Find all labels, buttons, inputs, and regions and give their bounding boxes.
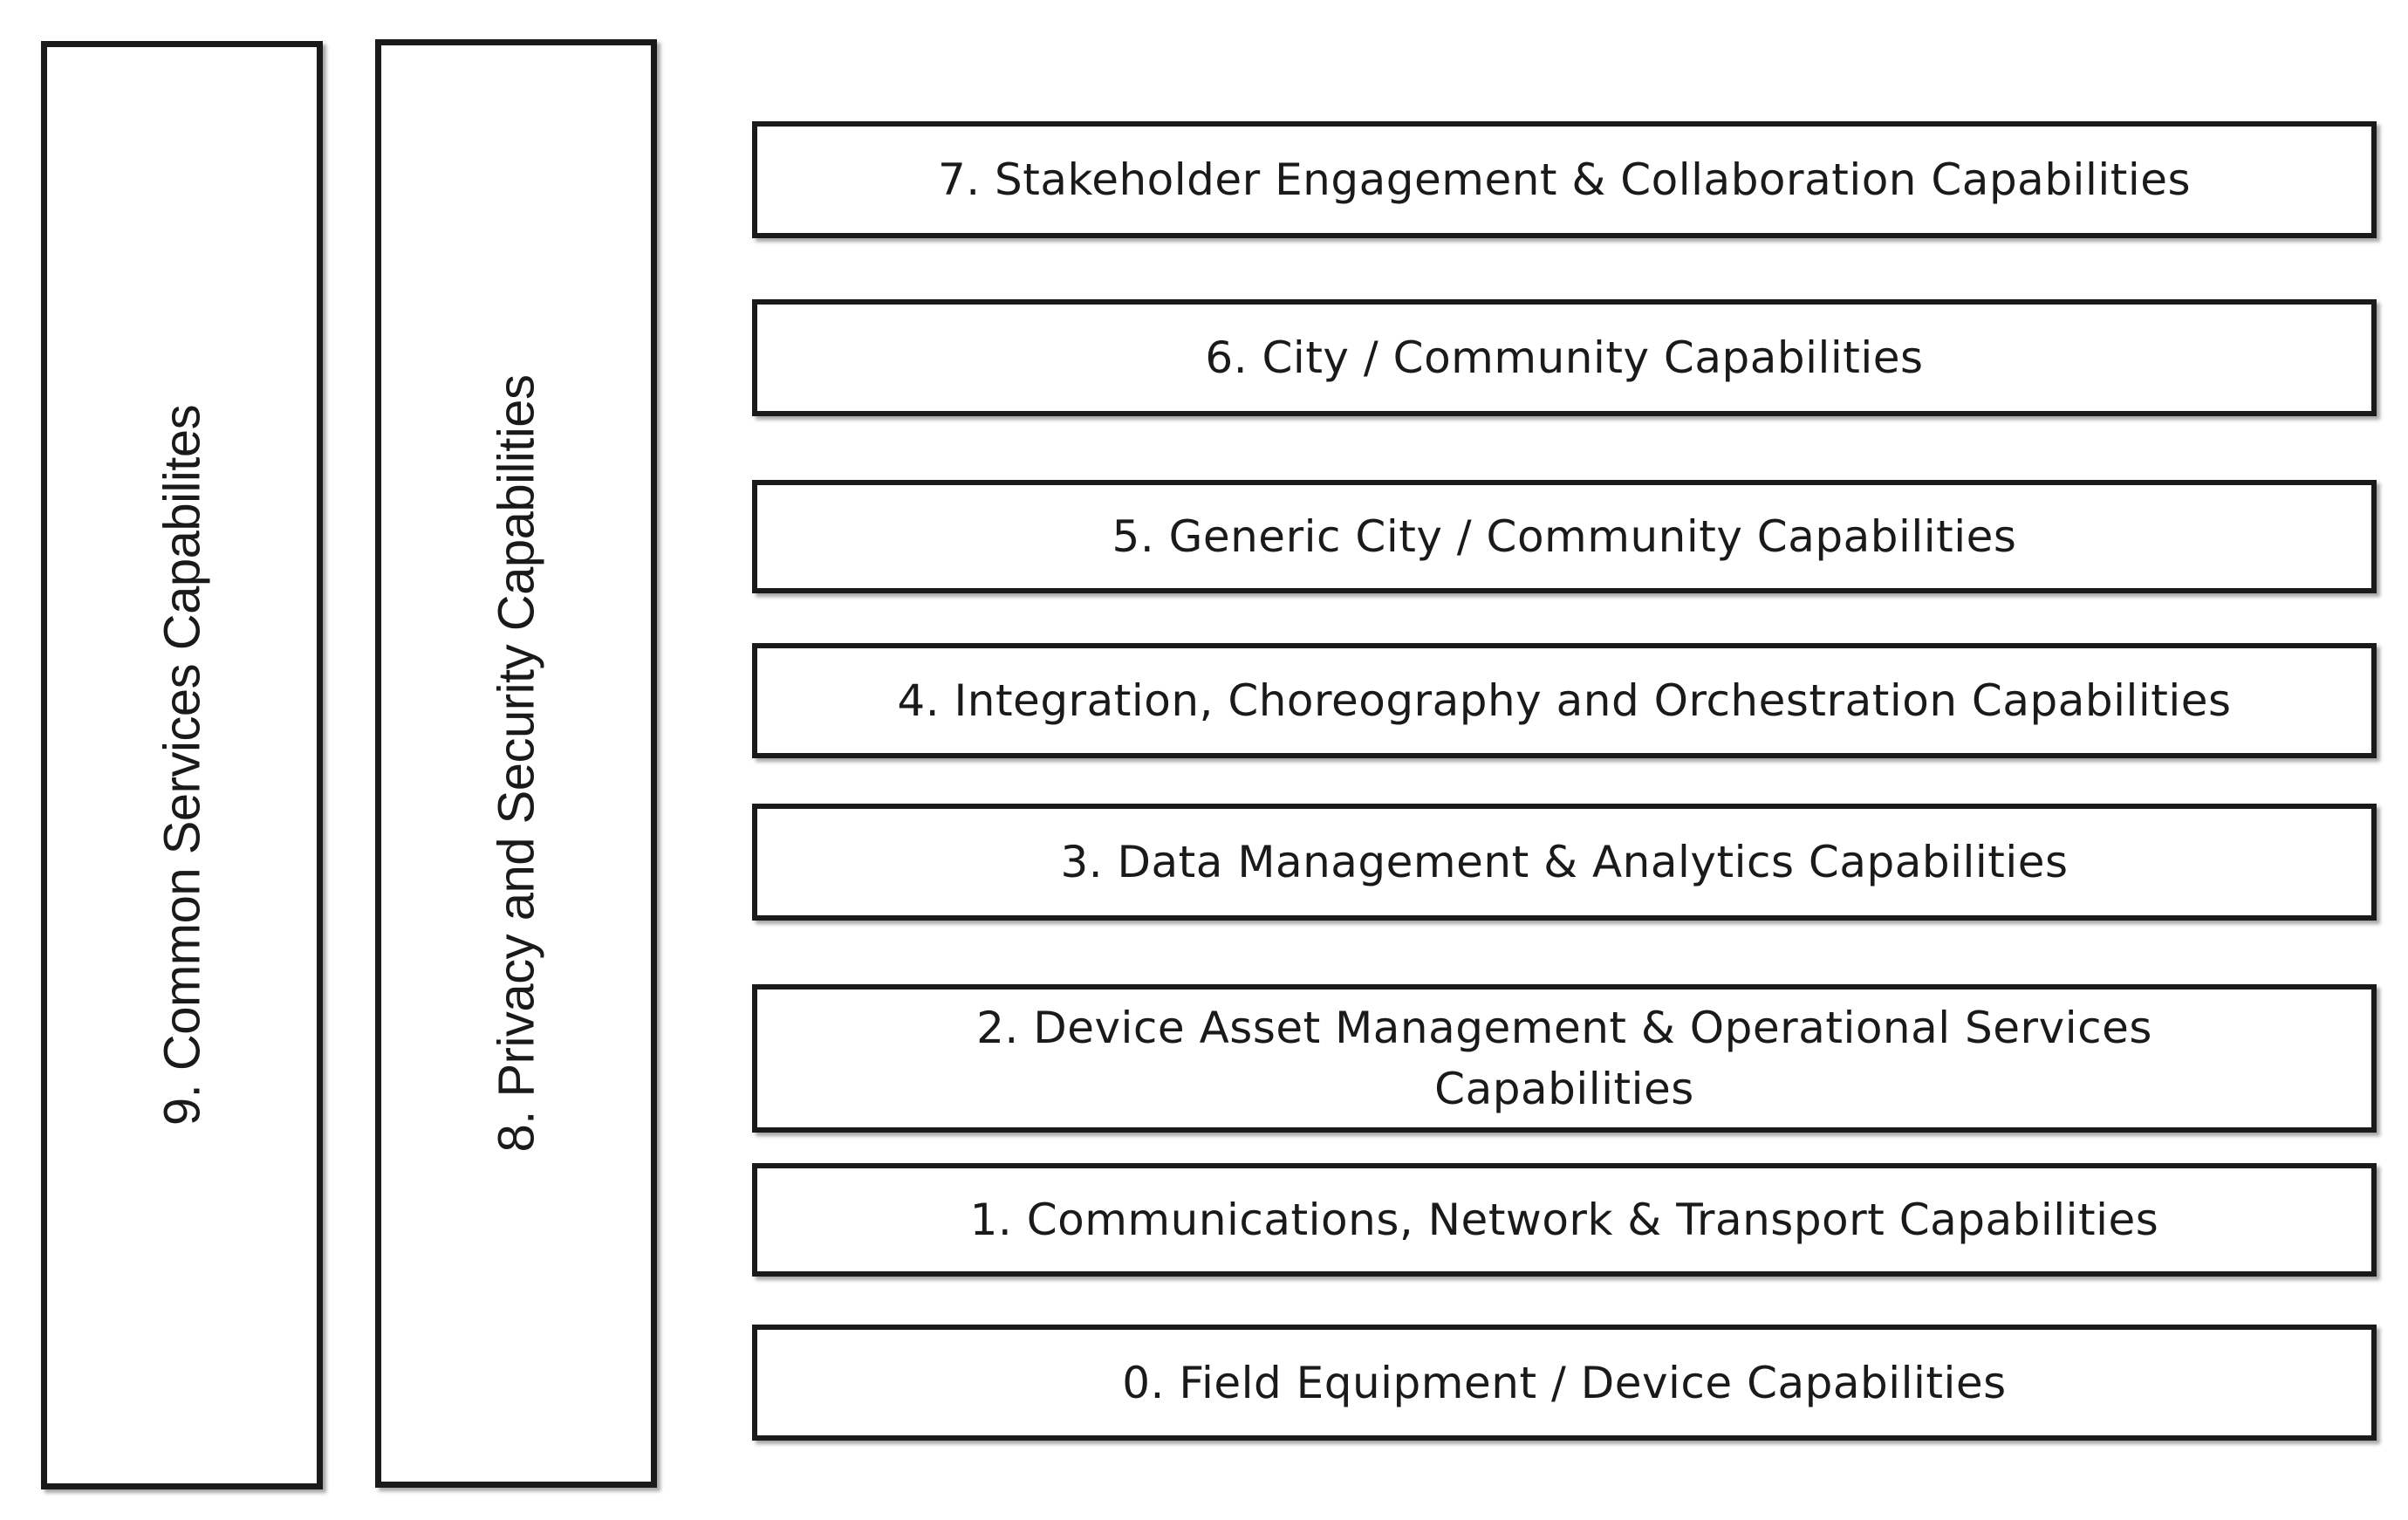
layer-3-label: 3. Data Management & Analytics Capabilit… <box>1060 837 2069 887</box>
layer-6-label: 6. City / Community Capabilities <box>1205 332 1924 383</box>
layer-5-label: 5. Generic City / Community Capabilities <box>1112 511 2017 562</box>
privacy-security-label: 8. Privacy and Security Capabilities <box>488 374 544 1153</box>
layer-7-label: 7. Stakeholder Engagement & Collaboratio… <box>937 154 2192 205</box>
layer-3-data-management: 3. Data Management & Analytics Capabilit… <box>752 804 2377 921</box>
layer-2-label: 2. Device Asset Management & Operational… <box>976 1003 2152 1114</box>
layer-0-label: 0. Field Equipment / Device Capabilities <box>1122 1357 2007 1408</box>
layer-6-city-community: 6. City / Community Capabilities <box>752 299 2377 416</box>
layer-4-label: 4. Integration, Choreography and Orchest… <box>897 675 2232 726</box>
layer-0-field-equipment: 0. Field Equipment / Device Capabilities <box>752 1325 2377 1441</box>
common-services-label: 9. Common Services Capabilites <box>154 404 210 1126</box>
layer-7-stakeholder-engagement: 7. Stakeholder Engagement & Collaboratio… <box>752 121 2377 238</box>
common-services-column: 9. Common Services Capabilites <box>41 41 323 1489</box>
layer-1-label: 1. Communications, Network & Transport C… <box>969 1195 2159 1245</box>
layer-5-generic-city-community: 5. Generic City / Community Capabilities <box>752 480 2377 593</box>
privacy-security-column: 8. Privacy and Security Capabilities <box>375 39 657 1488</box>
layer-4-integration-orchestration: 4. Integration, Choreography and Orchest… <box>752 643 2377 758</box>
layer-1-communications-network: 1. Communications, Network & Transport C… <box>752 1163 2377 1277</box>
layer-2-device-asset-management: 2. Device Asset Management & Operational… <box>752 984 2377 1133</box>
